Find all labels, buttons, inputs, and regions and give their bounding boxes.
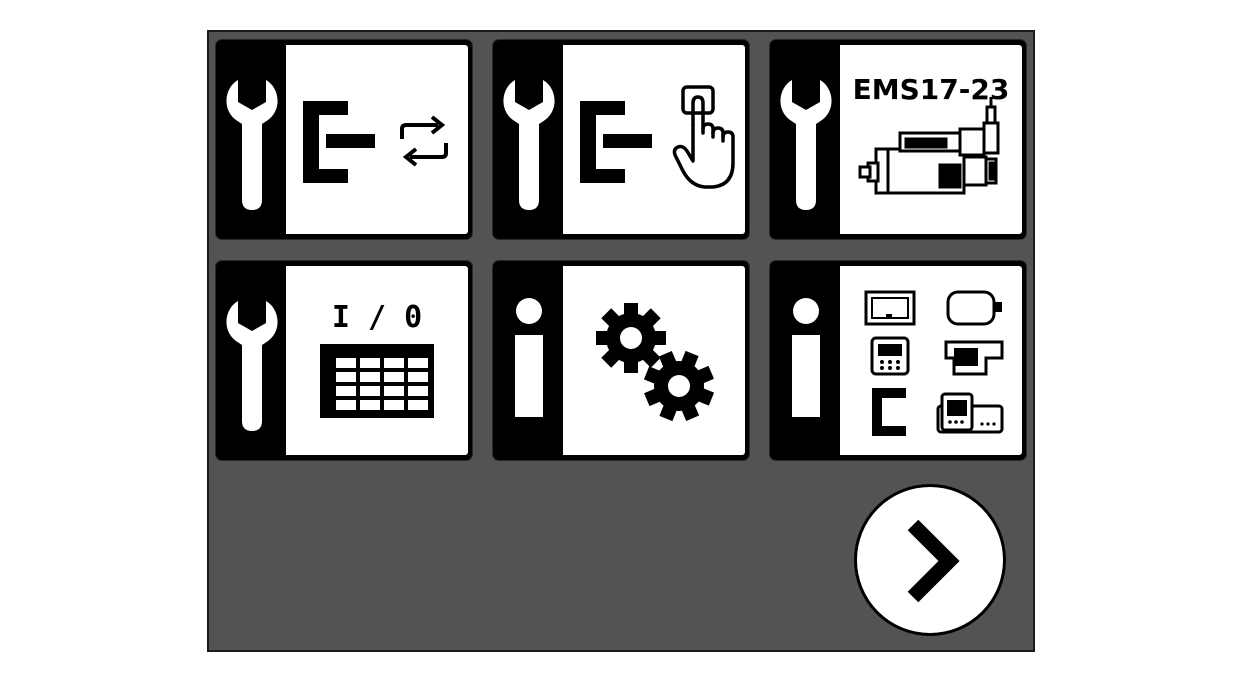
hand-touch-icon: [672, 85, 735, 189]
info-icon: [493, 261, 563, 460]
wrench-icon: [216, 40, 286, 239]
next-button[interactable]: [854, 484, 1006, 636]
ems-machine-icon: [858, 97, 1000, 195]
tile-info-components[interactable]: [770, 261, 1026, 460]
chevron-right-icon: [907, 519, 960, 603]
gears-icon: [596, 303, 715, 422]
actuator-icon: [580, 101, 652, 183]
components-panel: [840, 266, 1022, 455]
tile-service-actuator-cycle[interactable]: [216, 40, 472, 239]
settings-panel: [563, 266, 745, 455]
main-menu-screen: EMS17-23: [207, 30, 1035, 652]
io-panel: I / 0: [286, 266, 468, 455]
cycle-arrows-icon: [400, 115, 448, 167]
io-label: I / 0: [331, 300, 423, 335]
tile-service-actuator-manual[interactable]: [493, 40, 749, 239]
actuator-manual-panel: [563, 45, 745, 234]
components-icon: [864, 290, 1004, 436]
io-table-icon: [320, 344, 434, 418]
ems-panel: EMS17-23: [840, 45, 1022, 234]
ems-model-label: EMS17-23: [852, 73, 1010, 106]
tile-info-settings[interactable]: [493, 261, 749, 460]
wrench-icon: [770, 40, 840, 239]
info-icon: [770, 261, 840, 460]
tile-service-io[interactable]: I / 0: [216, 261, 472, 460]
wrench-icon: [493, 40, 563, 239]
wrench-icon: [216, 261, 286, 460]
tile-service-ems[interactable]: EMS17-23: [770, 40, 1026, 239]
actuator-cycle-panel: [286, 45, 468, 234]
actuator-icon: [303, 101, 375, 183]
